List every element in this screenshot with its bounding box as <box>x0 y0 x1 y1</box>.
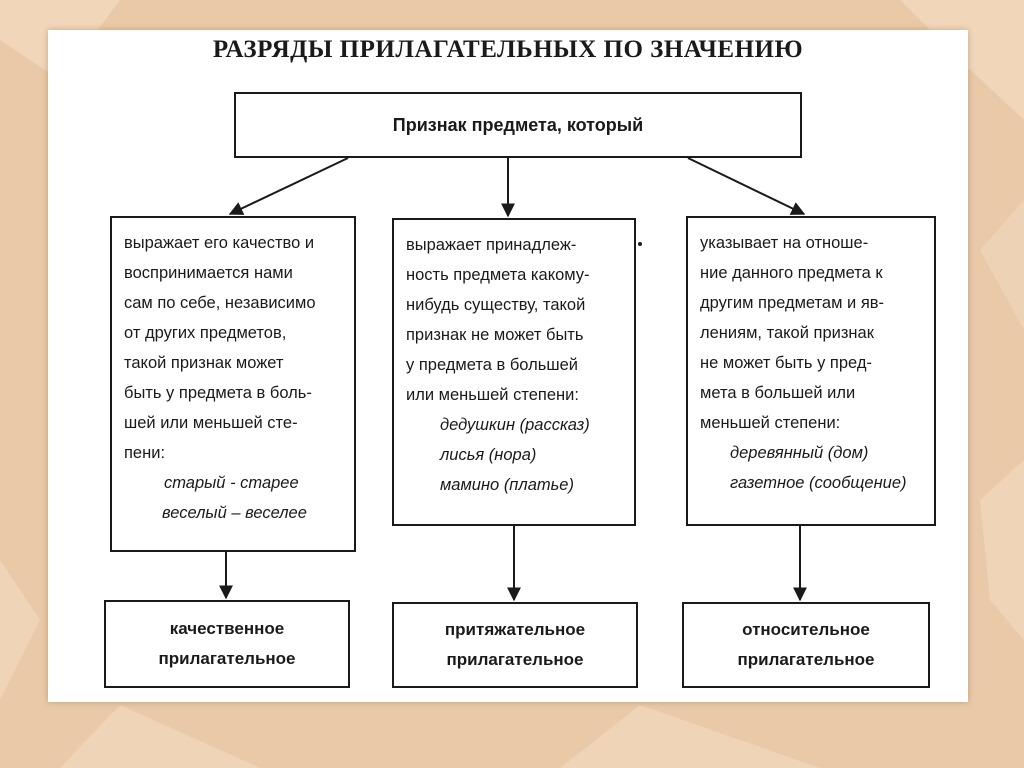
description-line: такой признак может <box>124 354 284 372</box>
description-line: сам по себе, независимо <box>124 294 316 312</box>
root-node-label: Признак предмета, который <box>392 114 644 135</box>
example-text: веселый – веселее <box>162 504 307 522</box>
description-line: признак не может быть <box>406 326 584 344</box>
possessive-description-box: выражает принадлеж- ность предмета каком… <box>392 218 636 526</box>
description-line: или меньшей степени: <box>406 386 579 404</box>
description-line: нибудь существу, такой <box>406 296 586 314</box>
connector-arrows <box>219 157 807 602</box>
description-line: ность предмета какому- <box>406 266 590 284</box>
arrow-root-to-relative <box>687 157 806 215</box>
category-label: прилагательное <box>446 650 584 669</box>
diagram-title: РАЗРЯДЫ ПРИЛАГАТЕЛЬНЫХ ПО ЗНАЧЕНИЮ <box>212 36 804 63</box>
description-line: у предмета в большей <box>406 356 578 374</box>
description-line: не может быть у пред- <box>700 354 872 372</box>
relative-description-box: указывает на отноше- ние данного предмет… <box>686 216 936 526</box>
category-label: качественное <box>169 619 285 638</box>
description-line: лениям, такой признак <box>700 324 874 342</box>
root-node: Признак предмета, который <box>234 92 802 158</box>
arrow-root-to-qualitative <box>228 157 349 215</box>
relative-category-box: относительное прилагательное <box>682 602 930 688</box>
description-line: воспринимается нами <box>124 264 293 282</box>
description-line: пени: <box>124 444 166 462</box>
description-line: шей или меньшей сте- <box>124 414 298 432</box>
diagram-sheet: РАЗРЯДЫ ПРИЛАГАТЕЛЬНЫХ ПО ЗНАЧЕНИЮ Призн… <box>48 30 968 702</box>
description-line: меньшей степени: <box>700 414 841 432</box>
description-line: от других предметов, <box>124 324 287 342</box>
description-line: ние данного предмета к <box>700 264 883 282</box>
example-text: старый - старее <box>164 474 299 492</box>
qualitative-category-box: качественное прилагательное <box>104 600 350 688</box>
description-line: выражает его качество и <box>124 234 315 252</box>
category-label: прилагательное <box>737 650 875 669</box>
description-line: выражает принадлеж- <box>406 236 577 254</box>
category-label: прилагательное <box>158 649 296 668</box>
description-line: быть у предмета в боль- <box>124 384 312 402</box>
description-line: другим предметам и яв- <box>700 294 885 312</box>
stray-dot <box>638 242 642 246</box>
category-label: притяжательное <box>444 620 586 639</box>
description-line: мета в большей или <box>700 384 856 402</box>
qualitative-description-box: выражает его качество и воспринимается н… <box>110 216 356 552</box>
category-label: относительное <box>742 620 870 639</box>
example-text: дедушкин (рассказ) <box>440 416 590 434</box>
example-text: газетное (сообщение) <box>730 474 907 492</box>
possessive-category-box: притяжательное прилагательное <box>392 602 638 688</box>
example-text: лисья (нора) <box>440 446 537 464</box>
example-text: мамино (платье) <box>440 476 574 494</box>
example-text: деревянный (дом) <box>730 444 869 462</box>
description-line: указывает на отноше- <box>700 234 869 252</box>
